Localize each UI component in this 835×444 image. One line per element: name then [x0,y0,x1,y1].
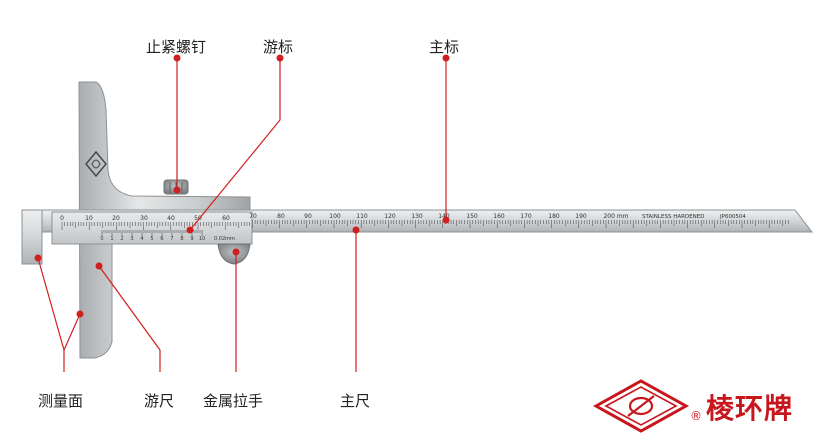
brand-name: 棱环牌 [706,392,794,425]
main-scale-number: 140 [438,213,450,220]
main-scale-number: 150 [466,213,478,220]
vernier-scale-number: 8 [180,236,183,242]
vernier-scale-number: 2 [120,236,123,242]
main-scale-number: 200 mm [603,213,628,220]
callout-lines [37,58,447,372]
main-scale-number: 20 [112,215,120,222]
label-stop-screw: 止紧螺钉 [146,38,207,56]
label-main-ruler: 主尺 [340,392,371,410]
vernier-scale-number: 4 [140,236,143,242]
label-measuring-face: 测量面 [38,392,84,410]
vernier-scale-number: 0 [100,236,103,242]
main-scale-number: 40 [167,215,175,222]
main-scale-number: 30 [140,215,148,222]
vernier-scale-number: 5 [150,236,153,242]
vernier-slider [51,211,253,245]
main-scale-number: 80 [277,213,285,220]
main-scale-number: 100 [329,213,341,220]
callout-dots [34,54,450,318]
main-scale-number: 160 [493,213,505,220]
vernier-scale-number: 10 [199,236,205,242]
vernier-scale-number: 9 [190,236,193,242]
brand-emblem-engraving [85,150,107,178]
main-scale-number: 130 [411,213,423,220]
brand-logo-icon [592,379,690,433]
stainless-hardened-marking: STAINLESS HARDENED [642,214,704,220]
main-scale-number: 120 [384,213,396,220]
vernier-scale-number: 6 [160,236,163,242]
main-scale-ticks [61,220,789,230]
label-vernier: 游标 [263,38,294,56]
vernier-unit-marking: 0.02mm [214,236,235,242]
main-scale-number: 110 [356,213,368,220]
label-vernier-ruler: 游尺 [144,392,175,410]
main-scale-number: 190 [575,213,587,220]
vernier-scale-ticks [101,230,203,236]
main-scale-number: 90 [304,213,312,220]
vernier-scale-number: 3 [130,236,133,242]
main-scale-number: 180 [548,213,560,220]
model-code-marking: JP600504 [719,214,746,220]
main-scale-number: 60 [222,215,230,222]
label-main-scale: 主标 [429,38,460,56]
main-scale-number: 10 [85,215,93,222]
main-scale-number: 0 [60,215,64,222]
measuring-face-hook [21,209,43,265]
label-metal-handle: 金属拉手 [203,392,264,410]
main-scale-number: 70 [249,213,257,220]
vernier-scale-number: 7 [170,236,173,242]
main-scale-number: 50 [194,215,202,222]
main-scale-number: 170 [520,213,532,220]
vernier-scale-number: 1 [110,236,113,242]
registered-mark: ® [690,409,702,423]
